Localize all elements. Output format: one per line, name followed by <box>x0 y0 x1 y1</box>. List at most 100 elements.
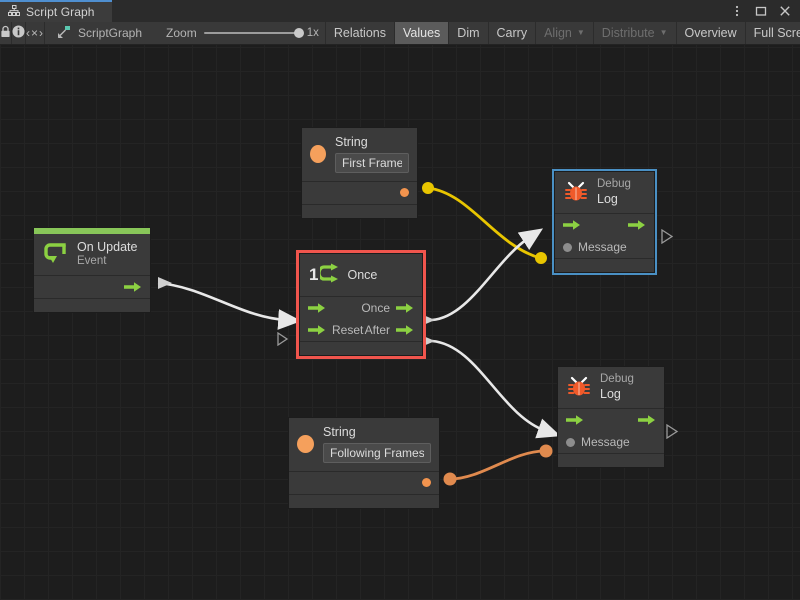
port-label-reset: Reset <box>332 323 364 337</box>
toolbar-button-align[interactable]: Align ▼ <box>535 22 593 44</box>
node-string-following-frames[interactable]: String <box>288 417 440 509</box>
port-out-value[interactable] <box>422 478 431 488</box>
node-header: Debug Log <box>558 367 664 410</box>
string-value-input[interactable] <box>323 442 431 463</box>
node-on-update[interactable]: On Update Event <box>33 227 151 314</box>
toolbar-button-label: Align <box>544 26 572 40</box>
node-header: String <box>302 128 417 182</box>
reset-port-connector-icon[interactable] <box>277 332 289 346</box>
edge-string-to-debug-top[interactable] <box>422 182 547 264</box>
edge-source-arrow <box>421 335 435 347</box>
chevron-down-icon: ▼ <box>576 28 585 37</box>
toolbar-button-full-screen[interactable]: Full Screen <box>744 22 800 44</box>
port-out-flow[interactable] <box>124 281 142 293</box>
debug-bottom-flow-out-connector-icon[interactable] <box>666 424 679 439</box>
node-debug-log-top[interactable]: Debug Log <box>552 168 657 276</box>
node-title: String <box>335 135 368 149</box>
value-port-dot-icon <box>400 188 409 198</box>
node-title: Once <box>347 267 378 282</box>
port-in-flow[interactable] <box>563 219 581 231</box>
port-label-after-out: After <box>364 323 390 337</box>
node-body <box>34 276 150 300</box>
port-in-flow[interactable] <box>308 302 326 314</box>
toolbar-button-distribute[interactable]: Distribute ▼ <box>592 22 676 44</box>
port-label-once-out: Once <box>361 301 390 315</box>
node-string-first-frame[interactable]: String <box>301 127 418 219</box>
node-once[interactable]: 1 Once <box>296 250 426 359</box>
flow-in-arrow-icon <box>566 415 583 426</box>
toolbar-button-relations[interactable]: Relations <box>324 22 394 44</box>
flow-in-arrow-icon <box>563 220 580 231</box>
zoom-slider-handle[interactable] <box>293 28 304 38</box>
node-title: Debug <box>600 373 634 385</box>
port-row-message: Message <box>558 431 664 453</box>
edge-onupdate-to-once[interactable] <box>157 281 302 330</box>
node-body: Message <box>555 214 654 260</box>
node-body <box>302 181 417 205</box>
debug-bug-icon <box>563 179 589 206</box>
tab-label: Script Graph <box>26 5 95 19</box>
port-out-flow[interactable] <box>638 414 656 426</box>
toolbar-right-buttons: Relations Values Dim Carry Align ▼ Distr… <box>324 22 800 44</box>
port-row-value-out <box>302 182 417 204</box>
node-debug-log-bottom[interactable]: Debug Log <box>557 366 665 469</box>
toolbar-button-values[interactable]: Values <box>394 22 449 44</box>
debug-top-flow-out-connector-icon[interactable] <box>661 229 674 244</box>
node-title: String <box>323 425 356 439</box>
flow-out-arrow-icon <box>638 415 655 426</box>
code-brackets-icon: ‹×› <box>26 26 44 40</box>
window-maximize-button[interactable] <box>754 4 768 18</box>
port-in-flow[interactable] <box>566 414 584 426</box>
zoom-control: Zoom 1x <box>152 22 325 44</box>
message-port-dot-icon <box>563 242 572 252</box>
node-header: On Update Event <box>34 234 150 277</box>
zoom-value-label: 1x <box>306 27 319 39</box>
graph-edges <box>157 182 561 486</box>
zoom-slider[interactable] <box>203 28 304 38</box>
breadcrumb-label: ScriptGraph <box>78 26 143 40</box>
window-menu-button[interactable] <box>730 4 744 18</box>
node-footer <box>558 454 664 468</box>
port-label-message: Message <box>578 240 627 255</box>
port-label-message: Message <box>581 435 630 450</box>
string-value-input[interactable] <box>335 152 409 173</box>
flow-out-arrow-icon[interactable] <box>396 302 414 314</box>
node-body <box>289 471 439 495</box>
port-row-once: Once <box>300 297 422 319</box>
edge-once-to-debug-bottom[interactable] <box>431 339 561 439</box>
code-view-button[interactable]: ‹×› <box>26 22 45 44</box>
port-row-reset-after: Reset After <box>300 319 422 341</box>
edge-once-to-debug-top[interactable] <box>431 228 544 322</box>
node-header: Debug Log <box>555 172 654 215</box>
graph-toolbar: ‹×› ScriptGraph Zoom 1x Relations Valu <box>0 22 800 45</box>
toolbar-button-label: Full Screen <box>753 26 800 40</box>
toolbar-button-label: Distribute <box>601 26 655 40</box>
port-in-message[interactable]: Message <box>566 435 630 449</box>
port-out-value[interactable] <box>400 188 409 198</box>
port-in-message[interactable]: Message <box>563 240 627 254</box>
port-out-flow[interactable] <box>628 219 646 231</box>
info-button[interactable] <box>12 22 26 44</box>
toolbar-button-carry[interactable]: Carry <box>487 22 536 44</box>
tab-script-graph[interactable]: Script Graph <box>0 0 112 22</box>
lock-toggle-button[interactable] <box>0 22 12 44</box>
info-icon <box>12 25 25 41</box>
breadcrumb[interactable]: ScriptGraph <box>45 22 152 44</box>
graph-canvas[interactable]: On Update Event <box>0 45 800 600</box>
node-body: Once Reset After <box>300 297 422 342</box>
toolbar-button-overview[interactable]: Overview <box>675 22 745 44</box>
port-row-message: Message <box>555 236 654 258</box>
toolbar-button-label: Values <box>403 26 441 40</box>
port-in-reset[interactable]: Reset <box>308 323 363 337</box>
window-close-button[interactable] <box>778 4 792 18</box>
edge-string2-to-debug-bottom[interactable] <box>443 444 553 486</box>
flow-out-arrow-icon[interactable] <box>396 324 414 336</box>
message-port-dot-icon <box>566 437 575 447</box>
edge-source-arrow <box>158 277 172 289</box>
value-port-dot-icon <box>422 478 431 488</box>
toolbar-button-label: Carry <box>496 26 528 40</box>
node-subtitle: Log <box>600 386 621 401</box>
node-title: Debug <box>597 178 631 190</box>
toolbar-button-dim[interactable]: Dim <box>448 22 488 44</box>
